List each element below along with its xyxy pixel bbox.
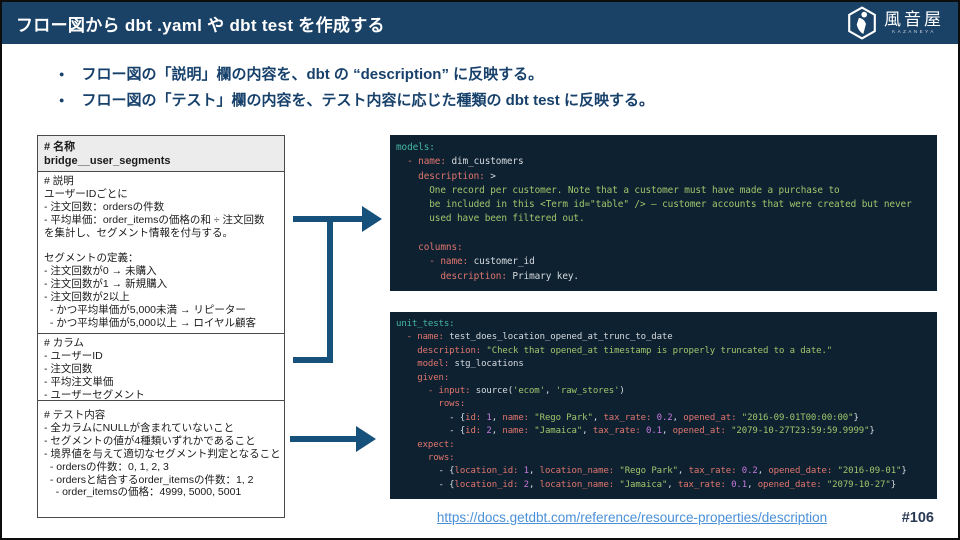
bullet-dot-icon: ●	[59, 95, 65, 105]
flow-section-tests: # テスト内容- 全カラムにNULLが含まれていないこと- セグメントの値が4種…	[38, 400, 284, 517]
page-number: #106	[901, 510, 934, 526]
arrow-line	[290, 436, 358, 442]
bullet-text: フロー図の「テスト」欄の内容を、テスト内容に応じた種類の dbt test に反…	[81, 92, 654, 109]
header-bar: フロー図から dbt .yaml や dbt test を作成する 風音屋 KA…	[2, 2, 958, 44]
bullet-dot-icon: ●	[59, 69, 65, 79]
code-block-unit-tests-yaml: unit_tests: - name: test_does_location_o…	[390, 312, 937, 499]
page-title: フロー図から dbt .yaml や dbt test を作成する	[16, 15, 385, 35]
brand-text: 風音屋 KAZANEYA	[884, 11, 944, 35]
bullet-item: ● フロー図の「説明」欄の内容を、dbt の “description” に反映…	[59, 63, 654, 89]
code-block-models-yaml: models: - name: dim_customers descriptio…	[390, 135, 937, 291]
flow-name-value: bridge__user_segments	[44, 155, 171, 167]
flow-diagram-box: # 名称 bridge__user_segments # 説明ユーザーIDごとに…	[37, 135, 285, 518]
bullet-text: フロー図の「説明」欄の内容を、dbt の “description” に反映する…	[81, 66, 544, 83]
flow-name-label: # 名称	[44, 141, 76, 153]
docs-link[interactable]: https://docs.getdbt.com/reference/resour…	[436, 510, 828, 525]
brand-subname: KAZANEYA	[892, 29, 936, 35]
flow-section-description: # 説明ユーザーIDごとに- 注文回数：ordersの件数- 平均単価：orde…	[38, 171, 284, 333]
bullet-list: ● フロー図の「説明」欄の内容を、dbt の “description” に反映…	[59, 63, 654, 115]
right-arrow-icon	[362, 206, 382, 232]
hexagon-logo-icon	[848, 6, 876, 40]
flow-section-name: # 名称 bridge__user_segments	[38, 136, 284, 171]
bullet-item: ● フロー図の「テスト」欄の内容を、テスト内容に応じた種類の dbt test …	[59, 89, 654, 115]
brand-logo: 風音屋 KAZANEYA	[847, 6, 944, 40]
flow-section-columns: # カラム- ユーザーID- 注文回数- 平均注文単価- ユーザーセグメント	[38, 333, 284, 400]
connector-vertical-line	[327, 216, 333, 363]
right-arrow-icon	[356, 426, 376, 452]
connector-horizontal-line	[293, 357, 333, 363]
brand-name: 風音屋	[884, 10, 944, 30]
